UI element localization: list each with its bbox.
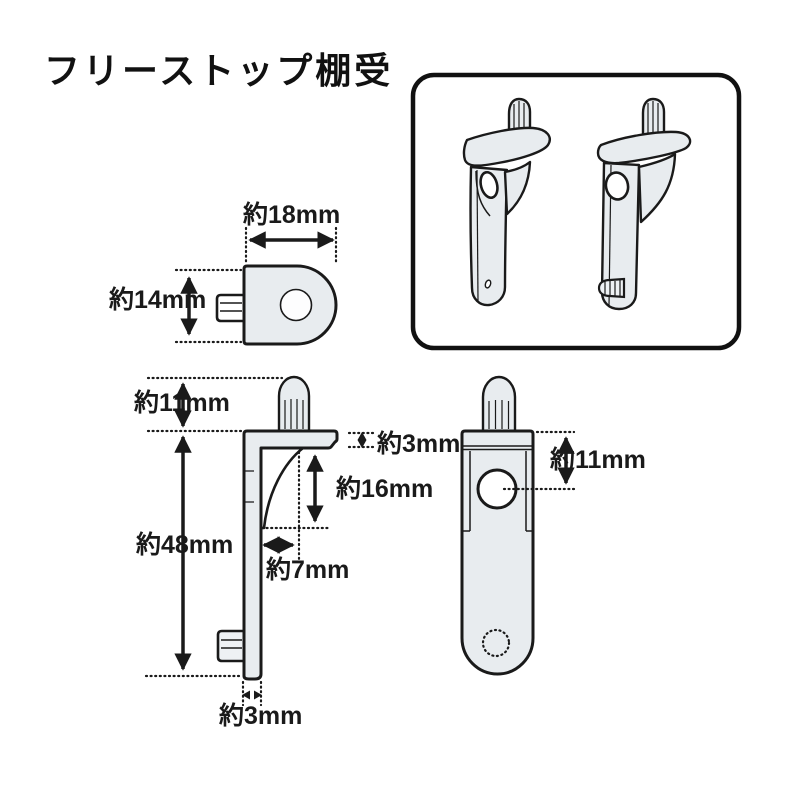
dim-label-hole-offset: 約11mm [550, 446, 646, 474]
bracket-isometric-side-icon [596, 97, 692, 311]
page-title: フリーストップ棚受 [44, 50, 394, 91]
bracket-hole [604, 171, 630, 201]
front-view-hole [476, 468, 518, 510]
overview-box-border [410, 72, 742, 351]
bracket-hole [479, 170, 499, 200]
side-view-drawing [144, 375, 376, 707]
dim-label-gusset-depth: 約7mm [266, 556, 350, 584]
dim-label-top-depth: 約14mm [109, 286, 207, 314]
dim-label-body-height: 約48mm [136, 531, 234, 559]
dim-label-peg-height: 約11mm [134, 389, 230, 417]
dim-label-shelf-thickness: 約3mm [377, 430, 461, 458]
dim-arrow-shelf-thickness [357, 432, 367, 448]
front-view-body [460, 429, 535, 676]
side-view-gusset [259, 446, 305, 530]
top-view-peg [215, 293, 246, 323]
front-view-dotted-circle [481, 628, 511, 658]
bracket-dimple [484, 279, 492, 289]
side-view-bottom-peg [216, 629, 246, 663]
front-view-drawing [460, 375, 576, 676]
dim-label-plate-thickness: 約3mm [219, 702, 303, 730]
front-view-peg [481, 375, 517, 433]
side-view-top-peg [277, 375, 311, 433]
dim-label-top-width: 約18mm [243, 201, 341, 229]
dim-label-gusset-height: 約16mm [336, 475, 434, 503]
dim-arrow-plate-thickness [242, 690, 262, 700]
top-view-peg-circle [279, 288, 313, 322]
bracket-isometric-front-icon [462, 97, 551, 307]
top-view-drawing [174, 226, 338, 346]
overview-box [410, 72, 742, 351]
side-view-plate [242, 429, 339, 681]
